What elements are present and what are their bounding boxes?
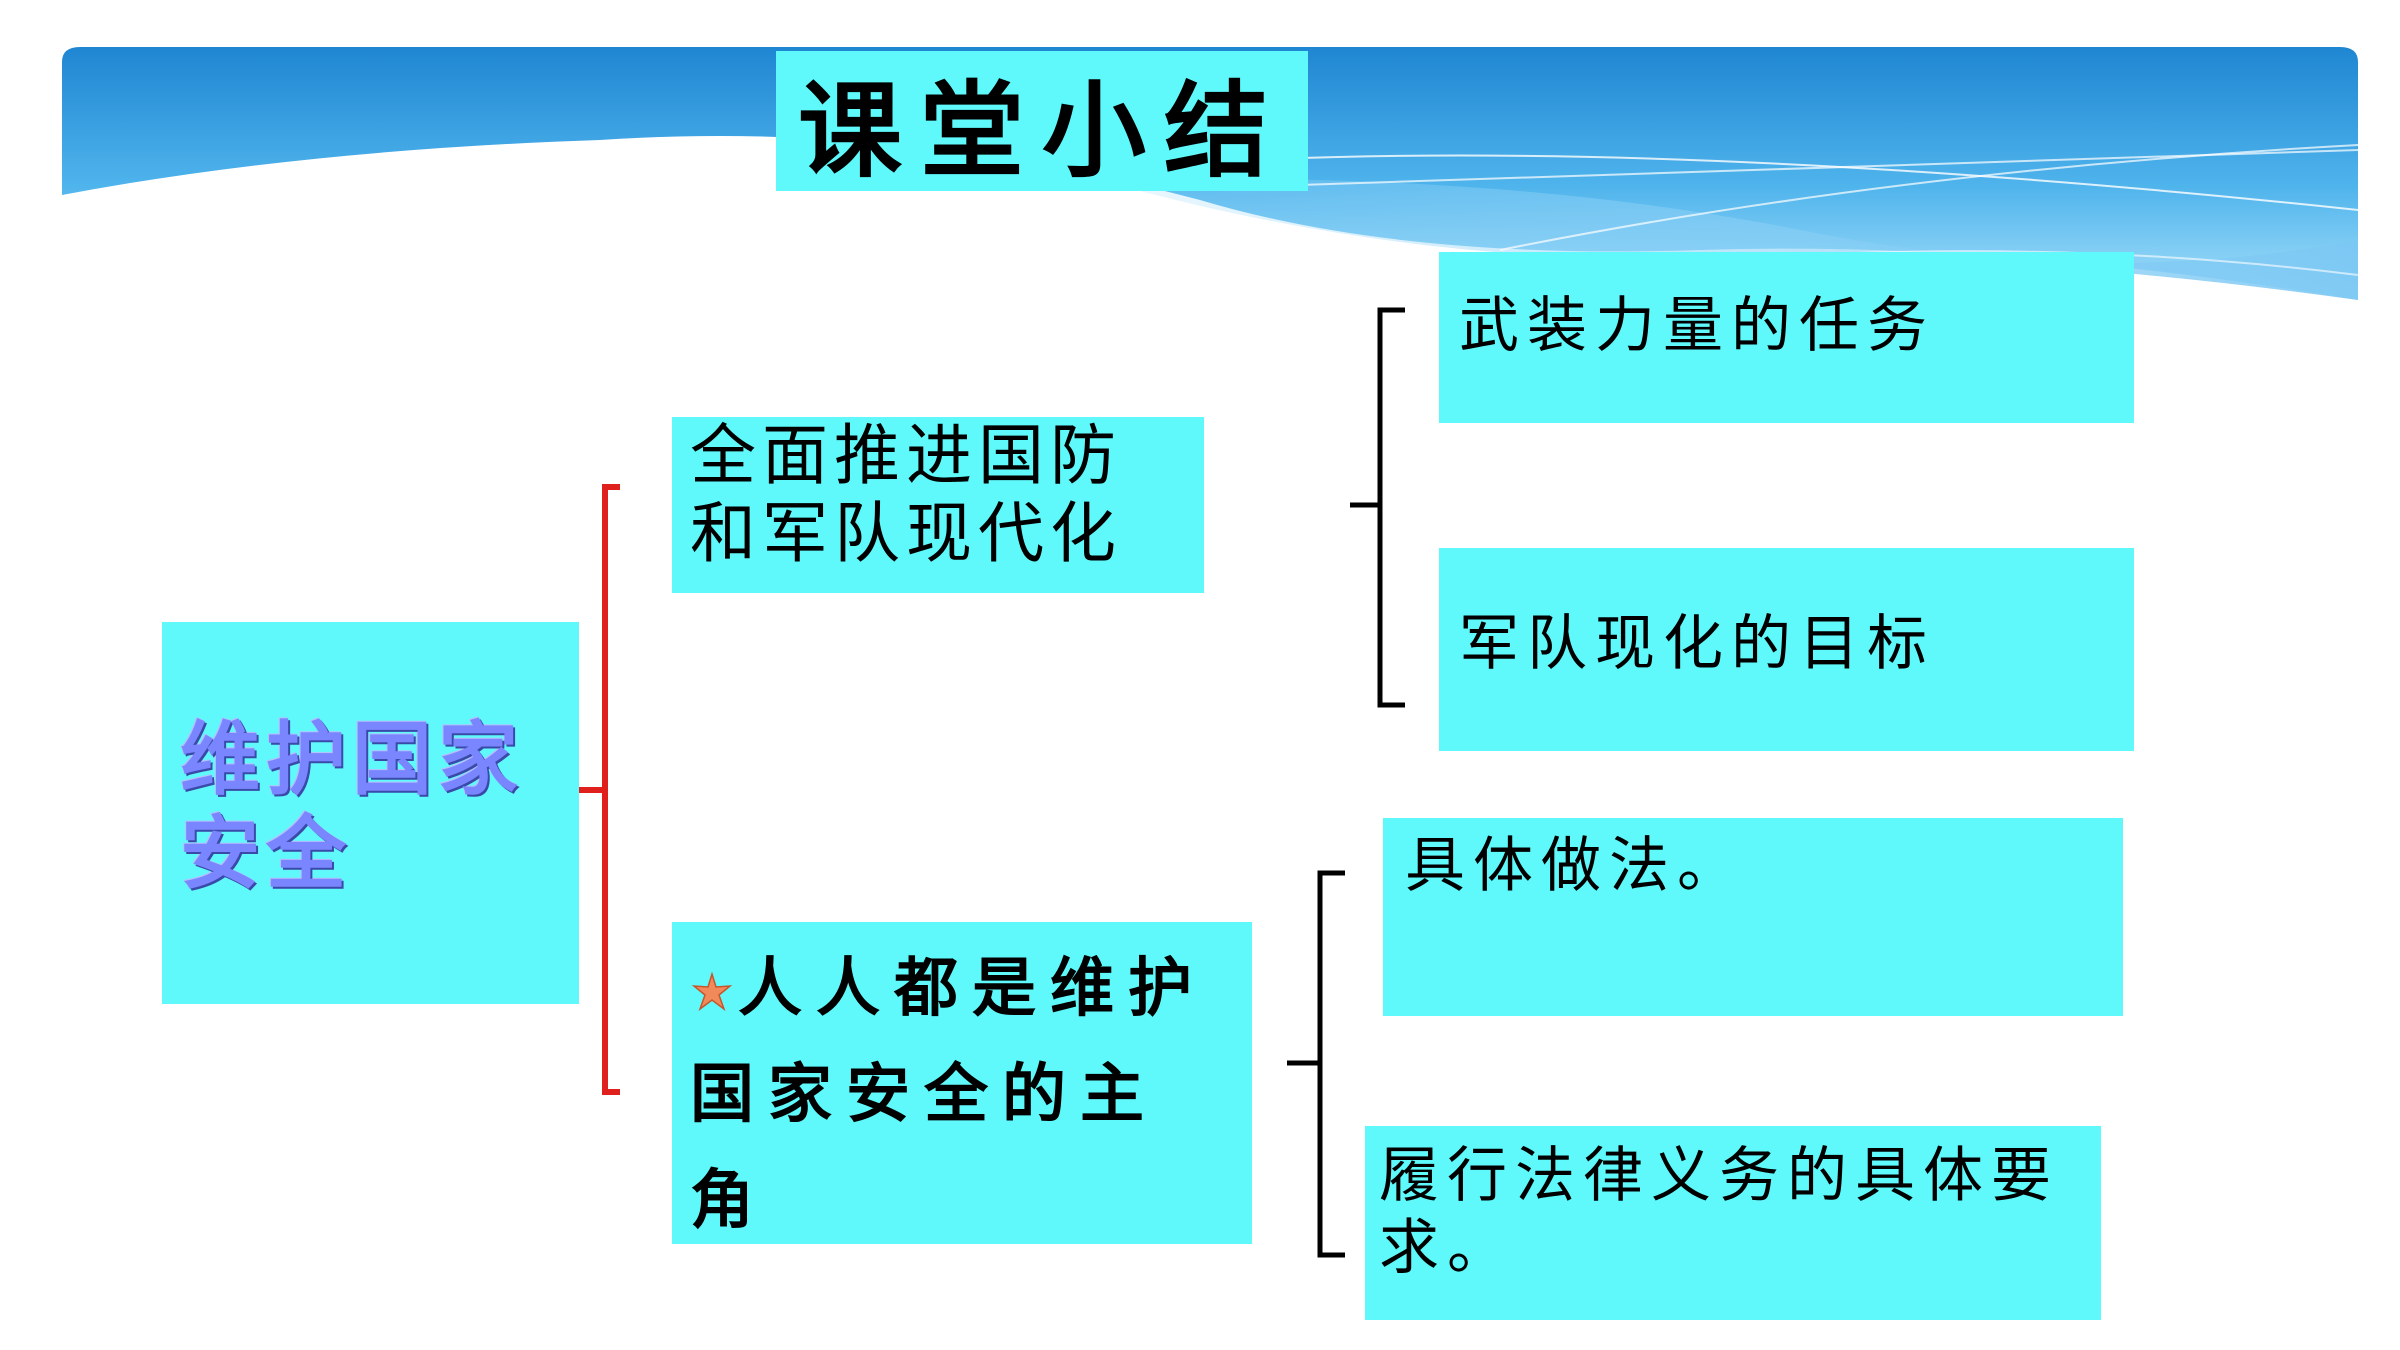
root-node: 维护国家 安全 <box>162 622 579 1004</box>
branch-node-line: 角 <box>690 1163 768 1238</box>
branch-node-line: 和军队现代化 <box>690 495 1122 572</box>
branch-node-first-line: 人人都是维护 <box>690 936 1242 1042</box>
upper-sub-bracket <box>1350 307 1405 708</box>
branch-node-line: 全面推进国防 <box>690 417 1122 494</box>
root-node-line: 维护国家 <box>180 712 524 806</box>
branch-node-everyone: 人人都是维护 国家安全的主 角 <box>672 922 1252 1244</box>
leaf-node-line: 军队现化的目标 <box>1459 609 1935 679</box>
root-node-line: 安全 <box>180 806 352 900</box>
title-box: 课堂小结 <box>776 51 1308 192</box>
leaf-node-practice: 具体做法。 <box>1383 818 2123 1016</box>
leaf-node-obligations: 履行法律义务的具体要 求。 <box>1365 1126 2101 1320</box>
leaf-node-line: 具体做法。 <box>1405 831 1745 901</box>
branch-node-line: 国家安全的主 <box>690 1057 1158 1132</box>
leaf-node-line: 求。 <box>1379 1213 1515 1283</box>
starfish-icon <box>691 971 733 1012</box>
leaf-node-line: 武装力量的任务 <box>1459 291 1935 361</box>
leaf-node-goals: 军队现化的目标 <box>1439 548 2134 751</box>
main-bracket <box>579 484 620 1095</box>
leaf-node-line: 履行法律义务的具体要 <box>1379 1141 2059 1211</box>
leaf-node-tasks: 武装力量的任务 <box>1439 252 2134 423</box>
page-title: 课堂小结 <box>797 69 1286 192</box>
branch-node-defense: 全面推进国防 和军队现代化 <box>672 417 1204 593</box>
lower-sub-bracket <box>1287 870 1345 1258</box>
branch-node-line: 人人都是维护 <box>738 951 1206 1026</box>
